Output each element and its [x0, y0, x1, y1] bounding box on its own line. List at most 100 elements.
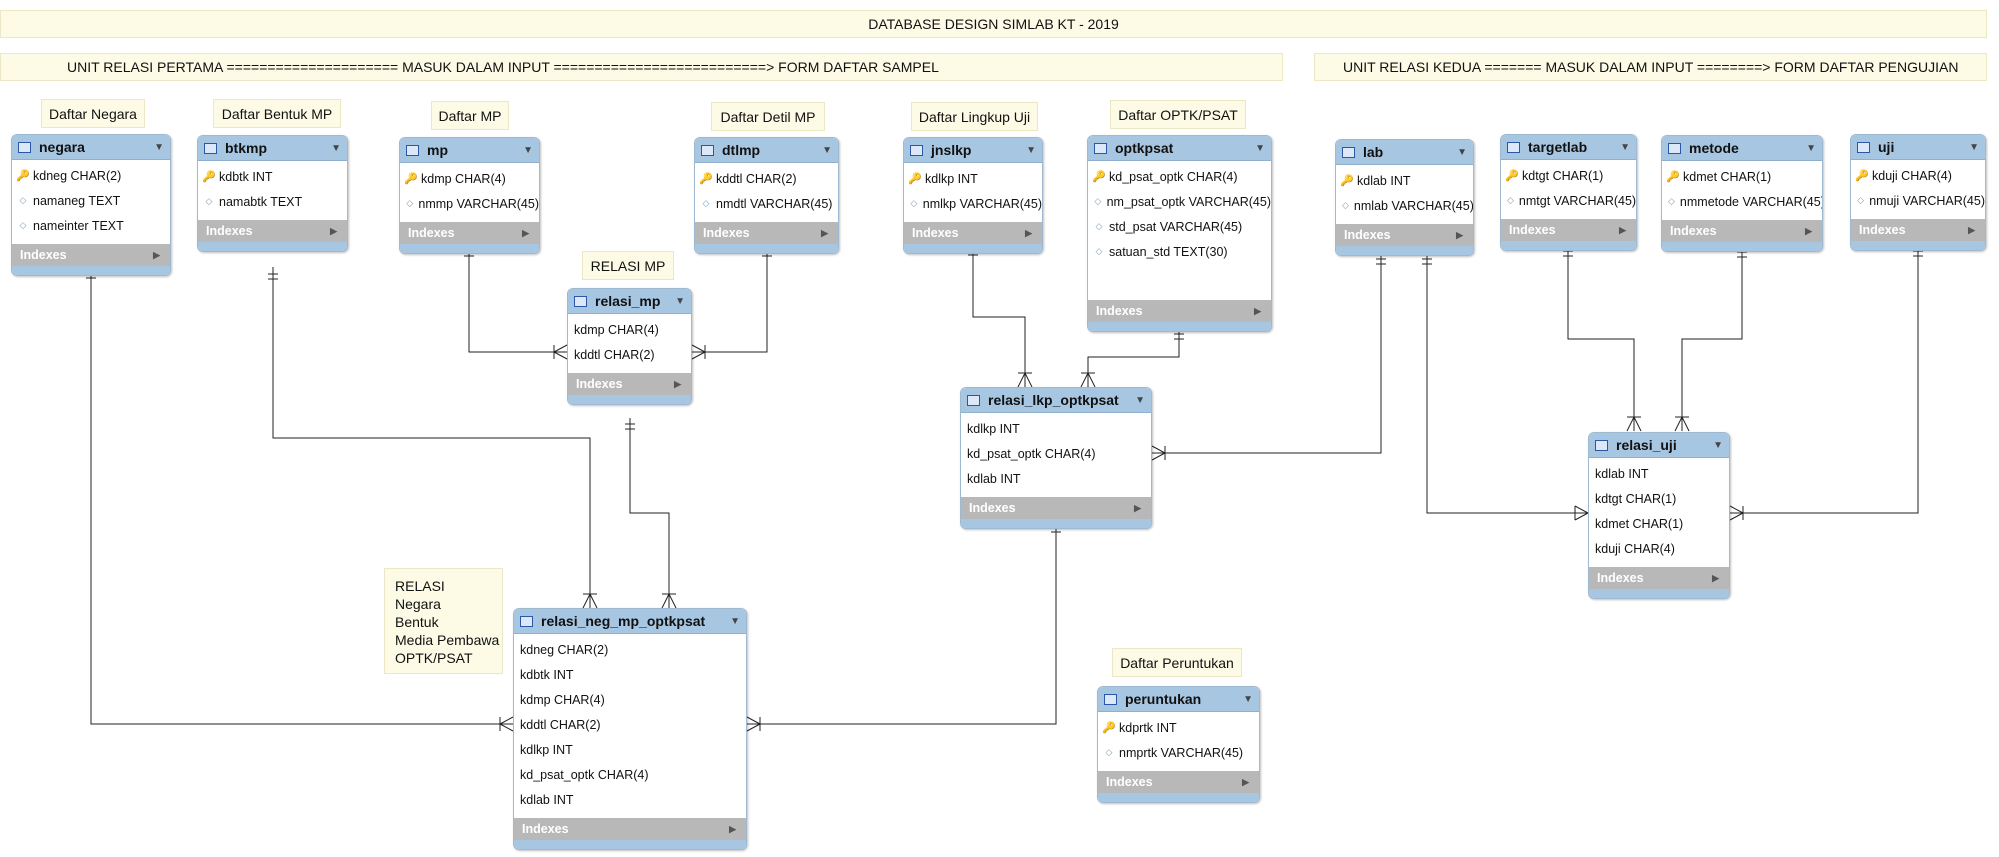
- chevron-down-icon[interactable]: ▼: [1026, 144, 1036, 156]
- table-header[interactable]: relasi_neg_mp_optkpsat▼: [514, 609, 746, 634]
- indexes-section[interactable]: Indexes▶: [1851, 219, 1985, 241]
- table-btkmp[interactable]: btkmp▼ 🔑kdbtk INT◇namabtk TEXT Indexes▶: [197, 135, 348, 252]
- table-column[interactable]: 🔑kddtl CHAR(2): [695, 166, 838, 191]
- table-column[interactable]: ◇namabtk TEXT: [198, 189, 347, 214]
- chevron-down-icon[interactable]: ▼: [1243, 693, 1253, 705]
- table-column[interactable]: kdlkp INT: [514, 737, 746, 762]
- chevron-down-icon[interactable]: ▼: [1135, 394, 1145, 406]
- table-header[interactable]: dtlmp▼: [695, 138, 838, 163]
- indexes-section[interactable]: Indexes▶: [1589, 567, 1729, 589]
- expand-arrow-icon[interactable]: ▶: [729, 823, 736, 834]
- table-column[interactable]: 🔑kdlab INT: [1336, 168, 1473, 193]
- chevron-down-icon[interactable]: ▼: [1255, 142, 1265, 154]
- expand-arrow-icon[interactable]: ▶: [1619, 224, 1626, 235]
- table-header[interactable]: btkmp▼: [198, 136, 347, 161]
- table-relasi-mp[interactable]: relasi_mp▼kdmp CHAR(4)kddtl CHAR(2) Index…: [567, 288, 692, 405]
- table-column[interactable]: ◇nmlkp VARCHAR(45): [904, 191, 1042, 216]
- expand-arrow-icon[interactable]: ▶: [522, 227, 529, 238]
- table-column[interactable]: ◇nameinter TEXT: [12, 213, 170, 238]
- table-column[interactable]: 🔑kdmet CHAR(1): [1662, 164, 1822, 189]
- table-header[interactable]: relasi_lkp_optkpsat▼: [961, 388, 1151, 413]
- table-column[interactable]: ◇nmdtl VARCHAR(45): [695, 191, 838, 216]
- table-column[interactable]: kdtgt CHAR(1): [1589, 486, 1729, 511]
- chevron-down-icon[interactable]: ▼: [1457, 146, 1467, 158]
- table-header[interactable]: mp▼: [400, 138, 539, 163]
- table-negara[interactable]: negara▼ 🔑kdneg CHAR(2)◇namaneg TEXT◇namei…: [11, 134, 171, 276]
- table-dtlmp[interactable]: dtlmp▼ 🔑kddtl CHAR(2)◇nmdtl VARCHAR(45) In…: [694, 137, 839, 254]
- table-header[interactable]: jnslkp▼: [904, 138, 1042, 163]
- expand-arrow-icon[interactable]: ▶: [1712, 572, 1719, 583]
- table-header[interactable]: metode▼: [1662, 136, 1822, 161]
- table-column[interactable]: kd_psat_optk CHAR(4): [961, 441, 1151, 466]
- chevron-down-icon[interactable]: ▼: [523, 144, 533, 156]
- table-header[interactable]: relasi_mp▼: [568, 289, 691, 314]
- chevron-down-icon[interactable]: ▼: [1806, 142, 1816, 154]
- table-column[interactable]: kd_psat_optk CHAR(4): [514, 762, 746, 787]
- indexes-section[interactable]: Indexes▶: [1336, 224, 1473, 246]
- table-column[interactable]: kdmet CHAR(1): [1589, 511, 1729, 536]
- table-column[interactable]: ◇nmlab VARCHAR(45): [1336, 193, 1473, 218]
- table-column[interactable]: 🔑kdbtk INT: [198, 164, 347, 189]
- indexes-section[interactable]: Indexes▶: [568, 373, 691, 395]
- table-header[interactable]: negara▼: [12, 135, 170, 160]
- expand-arrow-icon[interactable]: ▶: [330, 225, 337, 236]
- table-targetlab[interactable]: targetlab▼🔑kdtgt CHAR(1)◇nmtgt VARCHAR(4…: [1500, 134, 1637, 251]
- table-jnslkp[interactable]: jnslkp▼ 🔑kdlkp INT◇nmlkp VARCHAR(45) Index…: [903, 137, 1043, 254]
- table-column[interactable]: 🔑kdmp CHAR(4): [400, 166, 539, 191]
- table-column[interactable]: 🔑kduji CHAR(4): [1851, 163, 1985, 188]
- table-lab[interactable]: lab▼🔑kdlab INT◇nmlab VARCHAR(45)Indexes▶: [1335, 139, 1474, 256]
- expand-arrow-icon[interactable]: ▶: [153, 249, 160, 260]
- table-column[interactable]: ◇namaneg TEXT: [12, 188, 170, 213]
- table-column[interactable]: kdneg CHAR(2): [514, 637, 746, 662]
- indexes-section[interactable]: Indexes▶: [12, 244, 170, 266]
- indexes-section[interactable]: Indexes▶: [198, 220, 347, 242]
- table-column[interactable]: kdmp CHAR(4): [568, 317, 691, 342]
- expand-arrow-icon[interactable]: ▶: [1242, 776, 1249, 787]
- table-column[interactable]: kdbtk INT: [514, 662, 746, 687]
- table-uji[interactable]: uji▼🔑kduji CHAR(4)◇nmuji VARCHAR(45)Inde…: [1850, 134, 1986, 251]
- expand-arrow-icon[interactable]: ▶: [1805, 225, 1812, 236]
- table-column[interactable]: ◇nmprtk VARCHAR(45): [1098, 740, 1259, 765]
- table-relasi-neg-mp-optkpsat[interactable]: relasi_neg_mp_optkpsat▼kdneg CHAR(2)kdbt…: [513, 608, 747, 850]
- chevron-down-icon[interactable]: ▼: [730, 615, 740, 627]
- table-column[interactable]: kdlab INT: [1589, 461, 1729, 486]
- table-column[interactable]: ◇std_psat VARCHAR(45): [1088, 214, 1271, 239]
- indexes-section[interactable]: Indexes▶: [1501, 219, 1636, 241]
- table-header[interactable]: optkpsat▼: [1088, 136, 1271, 161]
- indexes-section[interactable]: Indexes▶: [1662, 220, 1822, 242]
- indexes-section[interactable]: Indexes▶: [1098, 771, 1259, 793]
- indexes-section[interactable]: Indexes▶: [514, 818, 746, 840]
- table-column[interactable]: ◇nmmp VARCHAR(45): [400, 191, 539, 216]
- indexes-section[interactable]: Indexes▶: [1088, 300, 1271, 322]
- expand-arrow-icon[interactable]: ▶: [1456, 229, 1463, 240]
- table-column[interactable]: 🔑kdlkp INT: [904, 166, 1042, 191]
- table-header[interactable]: targetlab▼: [1501, 135, 1636, 160]
- table-column[interactable]: kduji CHAR(4): [1589, 536, 1729, 561]
- table-column[interactable]: kdlab INT: [514, 787, 746, 812]
- table-column[interactable]: ◇nmuji VARCHAR(45): [1851, 188, 1985, 213]
- expand-arrow-icon[interactable]: ▶: [1254, 305, 1261, 316]
- indexes-section[interactable]: Indexes▶: [400, 222, 539, 244]
- expand-arrow-icon[interactable]: ▶: [674, 378, 681, 389]
- indexes-section[interactable]: Indexes▶: [904, 222, 1042, 244]
- table-column[interactable]: 🔑kd_psat_optk CHAR(4): [1088, 164, 1271, 189]
- chevron-down-icon[interactable]: ▼: [1969, 141, 1979, 153]
- table-column[interactable]: kdlab INT: [961, 466, 1151, 491]
- expand-arrow-icon[interactable]: ▶: [821, 227, 828, 238]
- chevron-down-icon[interactable]: ▼: [331, 142, 341, 154]
- chevron-down-icon[interactable]: ▼: [675, 295, 685, 307]
- chevron-down-icon[interactable]: ▼: [154, 141, 164, 153]
- table-column[interactable]: 🔑kdprtk INT: [1098, 715, 1259, 740]
- table-column[interactable]: ◇nm_psat_optk VARCHAR(45): [1088, 189, 1271, 214]
- table-column[interactable]: kdmp CHAR(4): [514, 687, 746, 712]
- expand-arrow-icon[interactable]: ▶: [1134, 502, 1141, 513]
- table-column[interactable]: kddtl CHAR(2): [568, 342, 691, 367]
- table-column[interactable]: kdlkp INT: [961, 416, 1151, 441]
- indexes-section[interactable]: Indexes▶: [695, 222, 838, 244]
- table-column[interactable]: ◇nmmetode VARCHAR(45): [1662, 189, 1822, 214]
- table-header[interactable]: peruntukan▼: [1098, 687, 1259, 712]
- table-column[interactable]: kddtl CHAR(2): [514, 712, 746, 737]
- table-optkpsat[interactable]: optkpsat▼ 🔑kd_psat_optk CHAR(4)◇nm_psat_o…: [1087, 135, 1272, 332]
- table-column[interactable]: 🔑kdneg CHAR(2): [12, 163, 170, 188]
